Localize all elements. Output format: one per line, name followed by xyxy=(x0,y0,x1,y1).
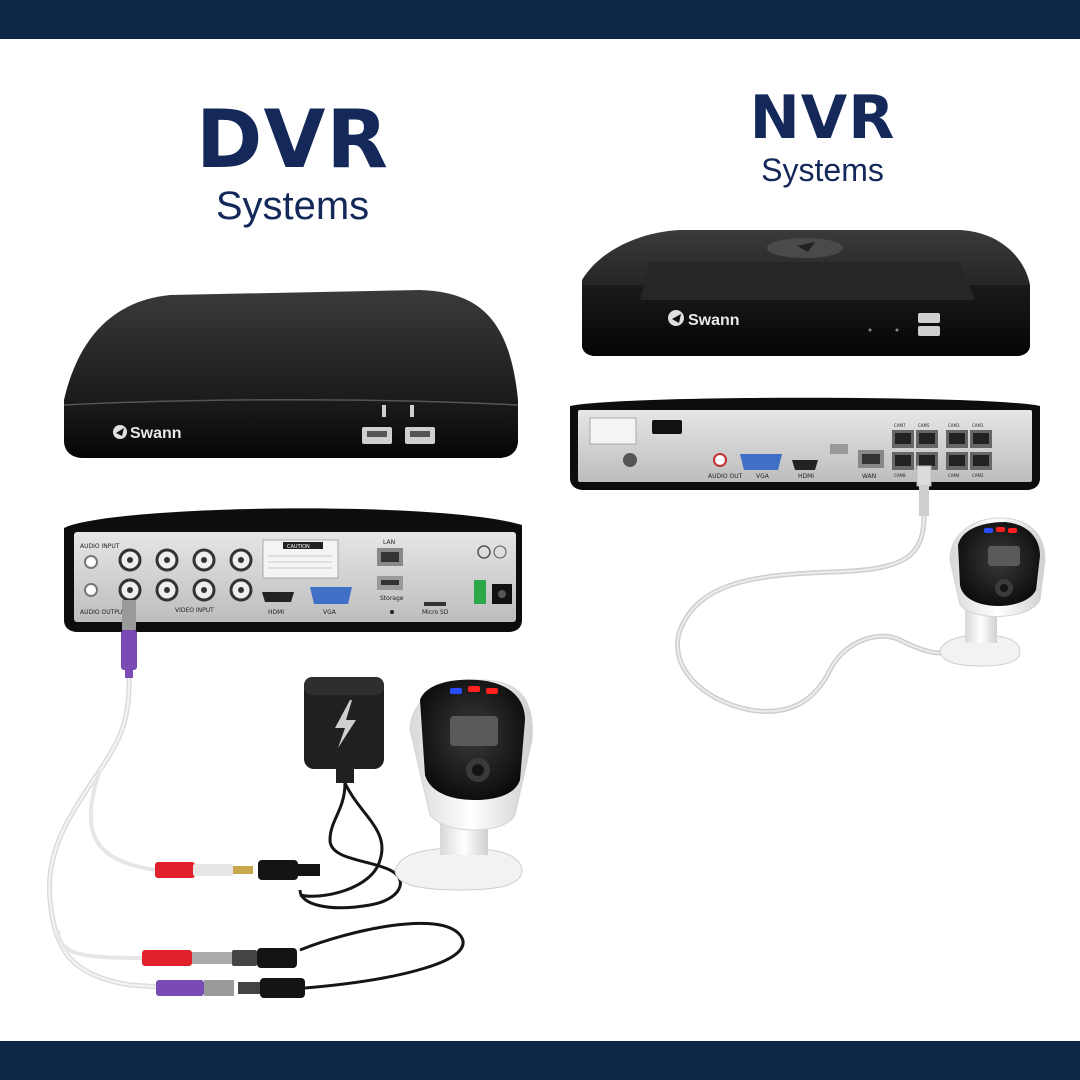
nvr-cam3-label: CAM3 xyxy=(948,423,960,428)
nvr-subtitle: Systems xyxy=(761,152,884,188)
dvr-microsd-label: Micro SD xyxy=(422,609,449,616)
nvr-usb-port-1 xyxy=(918,313,940,323)
dvr-hdmi-label: HDMI xyxy=(268,609,284,616)
nvr-title: NVR xyxy=(749,83,896,153)
nvr-wan-label: WAN xyxy=(862,473,876,480)
nvr-poe-ports xyxy=(892,430,992,470)
swann-logo-icon xyxy=(113,425,127,439)
nvr-bullet-camera xyxy=(939,517,1046,667)
nvr-heading: NVR Systems xyxy=(745,88,900,186)
nvr-front-logo: Swann xyxy=(688,312,740,329)
dvr-subtitle: Systems xyxy=(215,184,370,228)
dvr-front-unit: Swann xyxy=(63,290,519,458)
dvr-rear-unit: AUDIO INPUT AUDIO OUTPUT VIDEO INPUT CAU… xyxy=(64,508,522,632)
nvr-usb-port-2 xyxy=(918,326,940,336)
dvr-bnc-inputs xyxy=(118,548,253,602)
dvr-video-input-label: VIDEO INPUT xyxy=(175,607,214,614)
dvr-storage-label: Storage xyxy=(380,595,404,602)
dvr-power-adapter xyxy=(298,677,465,990)
nvr-cam1-label: CAM1 xyxy=(972,423,984,428)
dvr-audio-input-label: AUDIO INPUT xyxy=(80,543,120,550)
top-banner xyxy=(0,0,1080,39)
lightning-bolt-icon xyxy=(335,700,356,748)
dvr-coax-cable xyxy=(46,600,161,990)
nvr-cam7-label: CAM7 xyxy=(894,423,906,428)
dvr-bullet-camera xyxy=(394,679,533,891)
dvr-connector-cluster xyxy=(142,860,320,998)
nvr-ethernet-cable xyxy=(675,465,961,714)
nvr-front-unit: Swann xyxy=(582,230,1030,356)
dvr-lan-label: LAN xyxy=(383,539,395,546)
nvr-cam5-label: CAM5 xyxy=(918,423,930,428)
dvr-caution-label: CAUTION xyxy=(287,544,310,550)
bottom-banner xyxy=(0,1041,1080,1080)
nvr-cam8-label: CAM8 xyxy=(894,473,906,478)
nvr-cam4-label: CAM4 xyxy=(948,473,960,478)
dvr-title: DVR xyxy=(196,93,389,186)
nvr-rear-unit: AUDIO OUT VGA HDMI WAN CAM7 CAM5 CAM3 CA… xyxy=(570,397,1040,490)
nvr-audio-out-label: AUDIO OUT xyxy=(708,473,743,480)
dvr-front-logo: Swann xyxy=(130,425,182,442)
dvr-heading: DVR Systems xyxy=(190,93,395,228)
dvr-audio-output-label: AUDIO OUTPUT xyxy=(80,609,126,616)
nvr-cam2-label: CAM2 xyxy=(972,473,984,478)
swann-logo-icon xyxy=(668,310,684,326)
nvr-hdmi-label: HDMI xyxy=(798,473,814,480)
nvr-vga-label: VGA xyxy=(756,473,770,480)
dvr-vga-label: VGA xyxy=(323,609,337,616)
